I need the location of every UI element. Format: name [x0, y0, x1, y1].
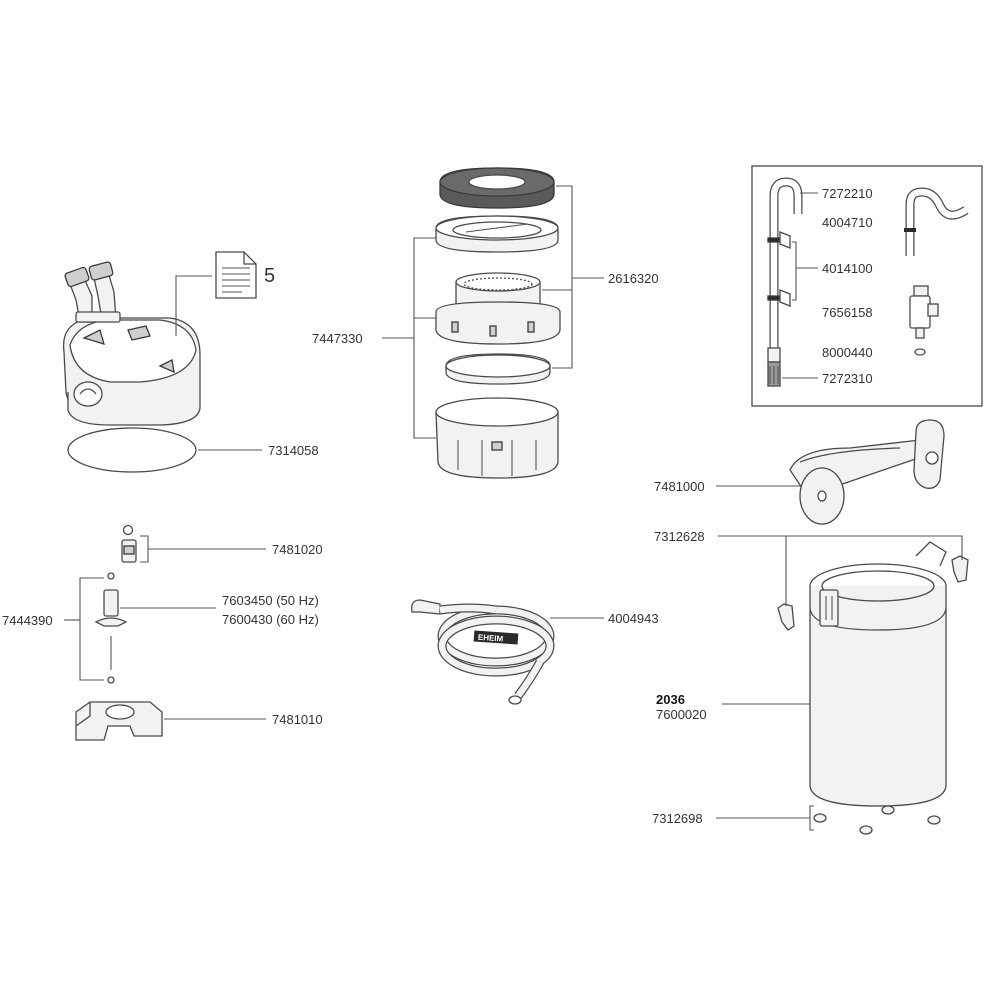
- label-7444390: 7444390: [2, 613, 53, 628]
- o-ring-gasket: [67, 427, 197, 473]
- label-7600430: 7600430 (60 Hz): [222, 612, 319, 627]
- carry-handle: [789, 419, 945, 525]
- impeller-cover: [75, 701, 163, 741]
- label-7481010: 7481010: [272, 712, 323, 727]
- upper-basket-ring: [435, 215, 559, 253]
- impeller-bearing: [121, 524, 137, 563]
- label-4004943: 4004943: [608, 611, 659, 626]
- label-7447330: 7447330: [312, 331, 363, 346]
- pump-head: [62, 261, 201, 426]
- impeller: [94, 589, 128, 627]
- label-7481000: 7481000: [654, 479, 705, 494]
- label-7600020: 7600020: [656, 707, 707, 722]
- o-ring-8000440: [914, 348, 926, 356]
- inner-basket: [435, 272, 561, 345]
- ring-bottom: [107, 676, 115, 684]
- hose-coil: [411, 599, 555, 705]
- label-8000440: 8000440: [822, 345, 873, 360]
- shutoff-valve: [909, 285, 939, 339]
- clip-right: [951, 555, 969, 583]
- lower-container: [435, 397, 559, 479]
- outlet-bend: [904, 187, 969, 256]
- label-7272310: 7272310: [822, 371, 873, 386]
- canister: [809, 541, 947, 807]
- label-7314058: 7314058: [268, 443, 319, 458]
- label-model: 2036: [656, 692, 685, 707]
- intake-tube: [767, 177, 803, 376]
- rubber-feet: [813, 805, 941, 835]
- foam-pad: [439, 167, 555, 209]
- accessory-box: [751, 165, 983, 407]
- label-7312698: 7312698: [652, 811, 703, 826]
- hose-brand: EHEIM: [478, 633, 504, 644]
- intake-strainer: [767, 361, 781, 387]
- label-7312628: 7312628: [654, 529, 705, 544]
- label-7656158: 7656158: [822, 305, 873, 320]
- label-7481020: 7481020: [272, 542, 323, 557]
- doc-number: 5: [264, 265, 275, 287]
- ring-top: [107, 572, 115, 580]
- document-icon: [215, 251, 257, 299]
- label-2616320: 2616320: [608, 271, 659, 286]
- pump-head-leader: [175, 275, 212, 336]
- filter-pad: [445, 353, 551, 385]
- label-4004710: 4004710: [822, 215, 873, 230]
- label-7272210: 7272210: [822, 186, 873, 201]
- clip-left: [777, 603, 795, 631]
- label-4014100: 4014100: [822, 261, 873, 276]
- label-7603450: 7603450 (50 Hz): [222, 593, 319, 608]
